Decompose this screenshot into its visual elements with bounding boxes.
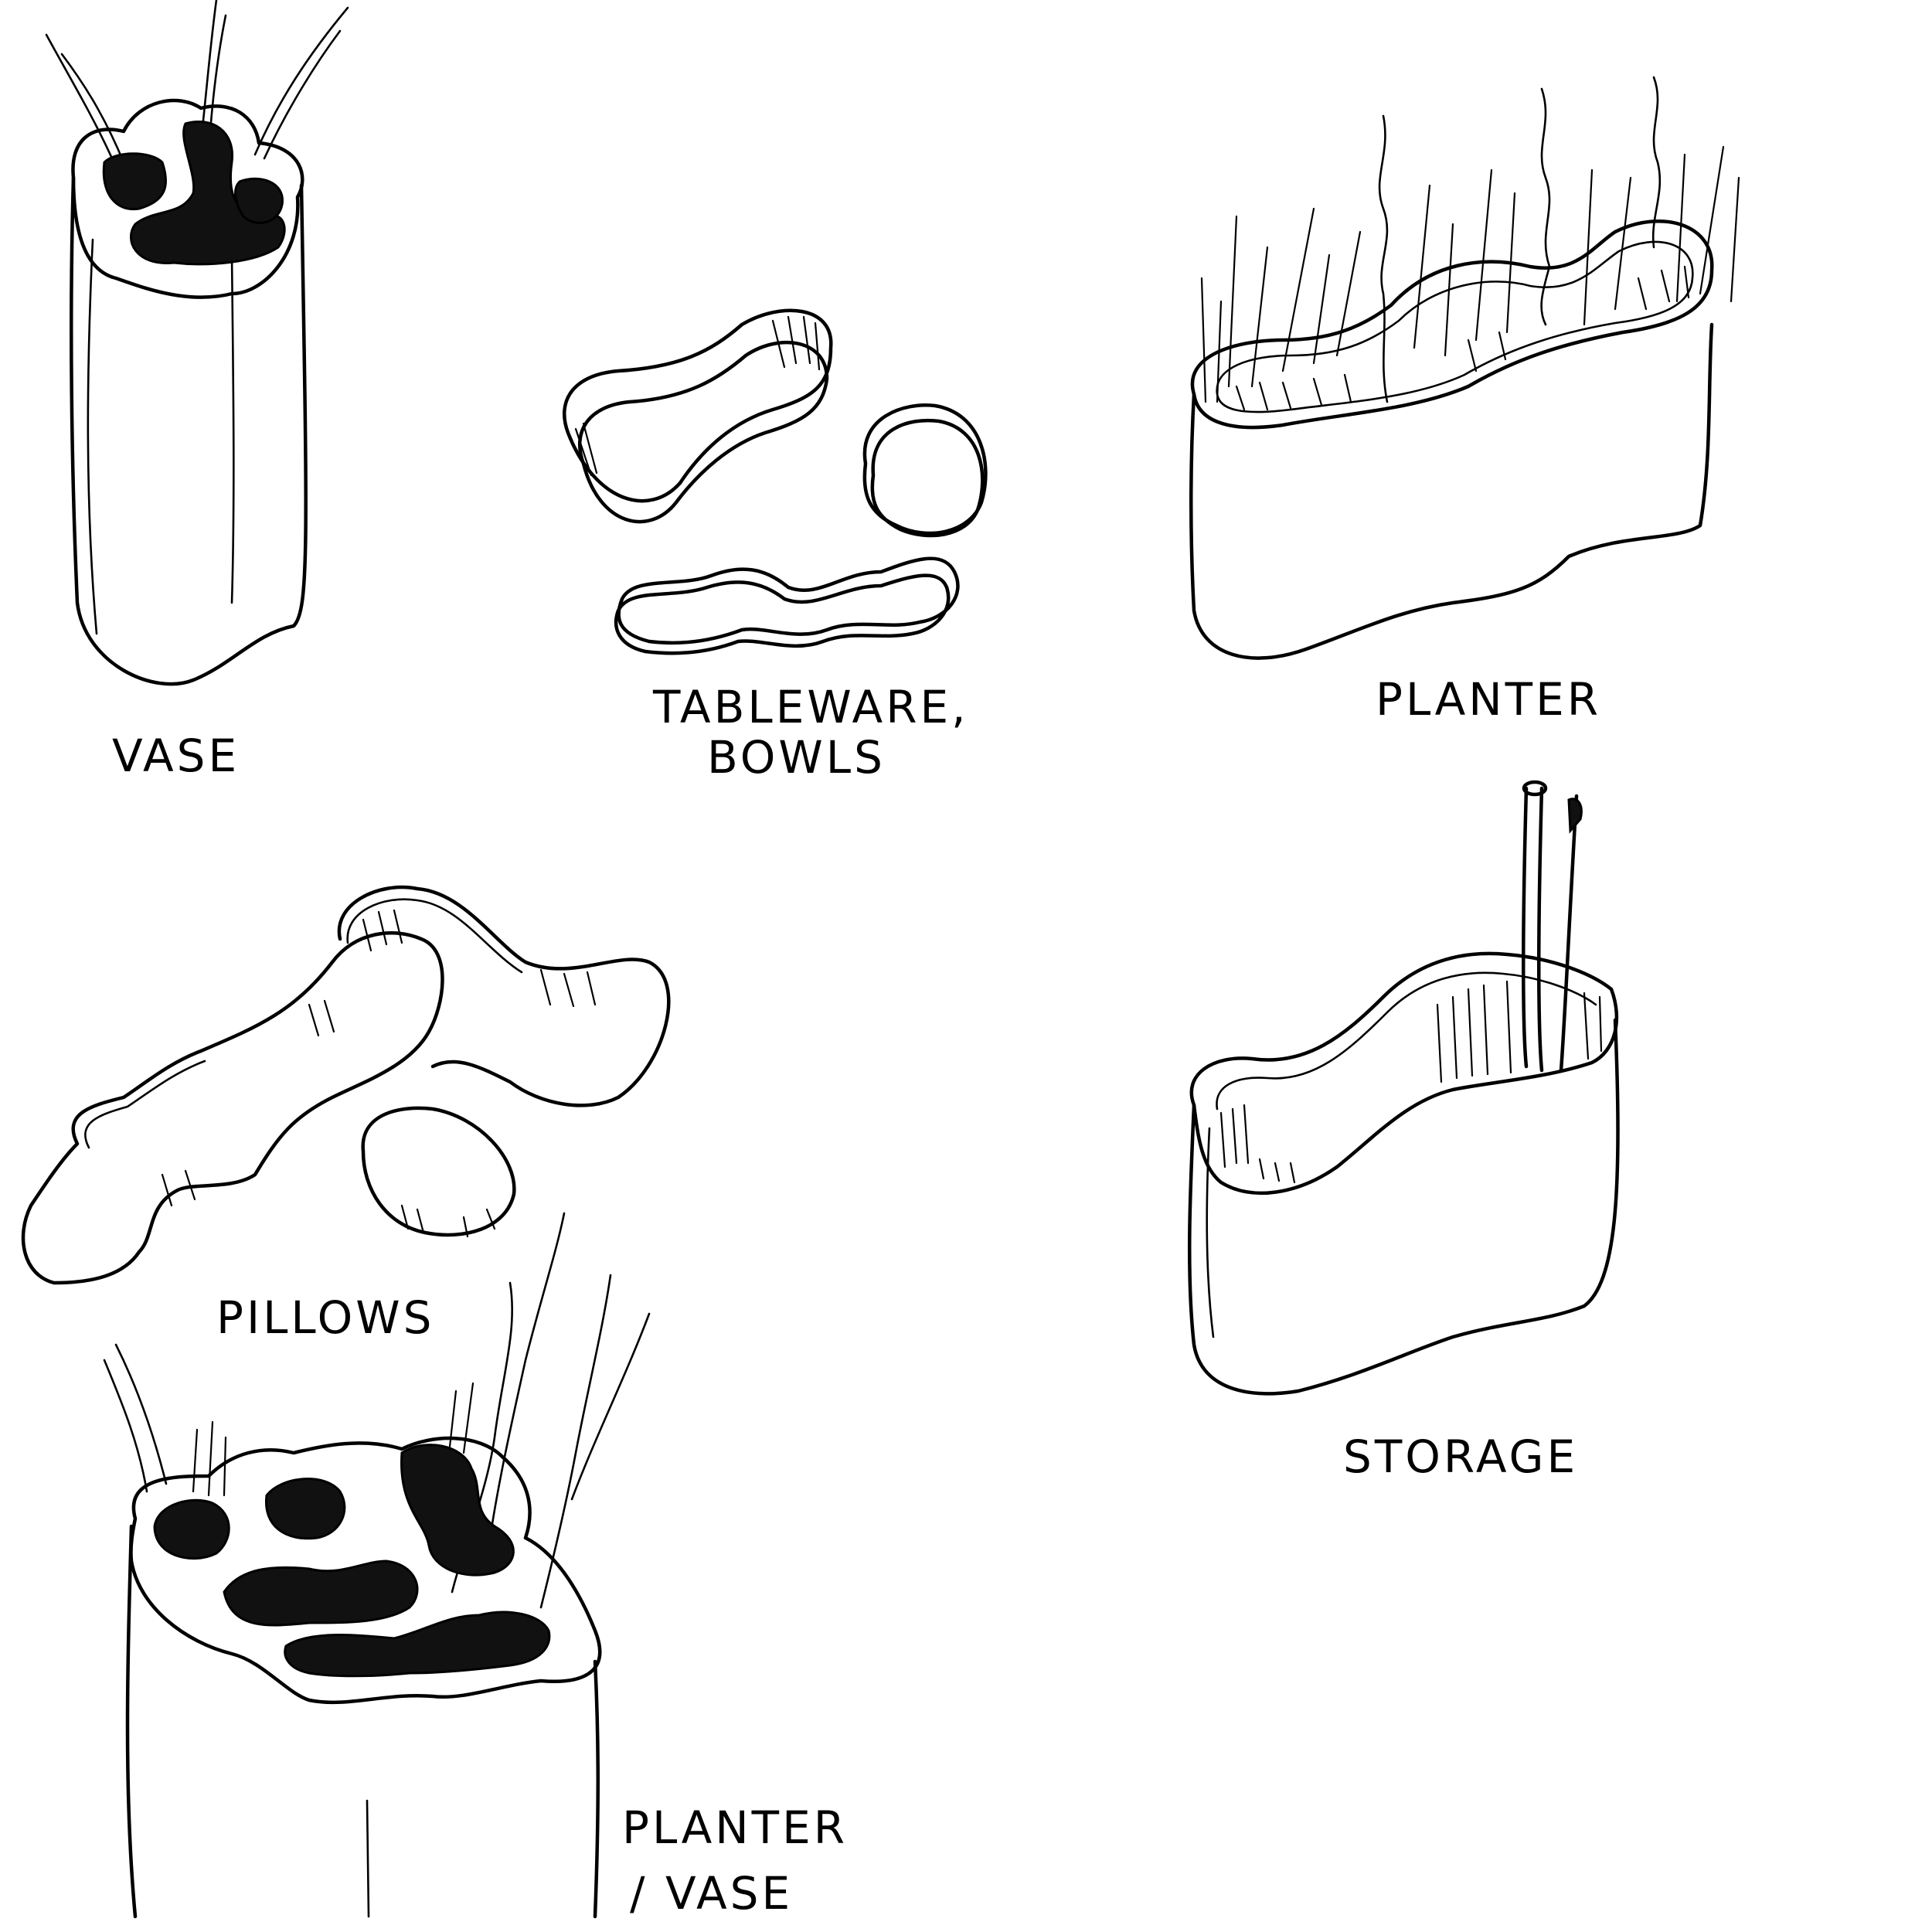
planter-grass xyxy=(1200,145,1740,403)
round-pillow-hatching xyxy=(400,1204,496,1238)
planter-label: PLANTER xyxy=(1376,673,1601,726)
storage-interior-hatching xyxy=(1219,980,1603,1184)
tableware-label-line2: BOWLS xyxy=(707,731,886,784)
planter-sketch: PLANTER xyxy=(1189,76,1740,726)
tableware-hatching xyxy=(574,315,821,477)
planter-vase-sketch: PLANTER / VASE xyxy=(103,1212,848,1920)
tableware-label-line1: TABLEWARE, xyxy=(652,681,969,733)
pillows-label: PILLOWS xyxy=(216,1291,434,1344)
storage-sketch: STORAGE xyxy=(1187,780,1620,1483)
storage-label: STORAGE xyxy=(1343,1430,1578,1483)
pillows-sketch: PILLOWS xyxy=(21,885,671,1344)
stick-end-icon xyxy=(1522,780,1548,797)
planter-vase-label-line1: PLANTER xyxy=(622,1801,848,1854)
planter-soil-hatching xyxy=(1235,265,1690,411)
tableware-sketch: TABLEWARE, BOWLS xyxy=(563,308,988,784)
vase-sketch: VASE xyxy=(45,0,349,782)
pillows-hatching xyxy=(161,909,597,1207)
vase-label: VASE xyxy=(112,730,240,782)
planter-vase-label-line2: / VASE xyxy=(630,1867,793,1920)
